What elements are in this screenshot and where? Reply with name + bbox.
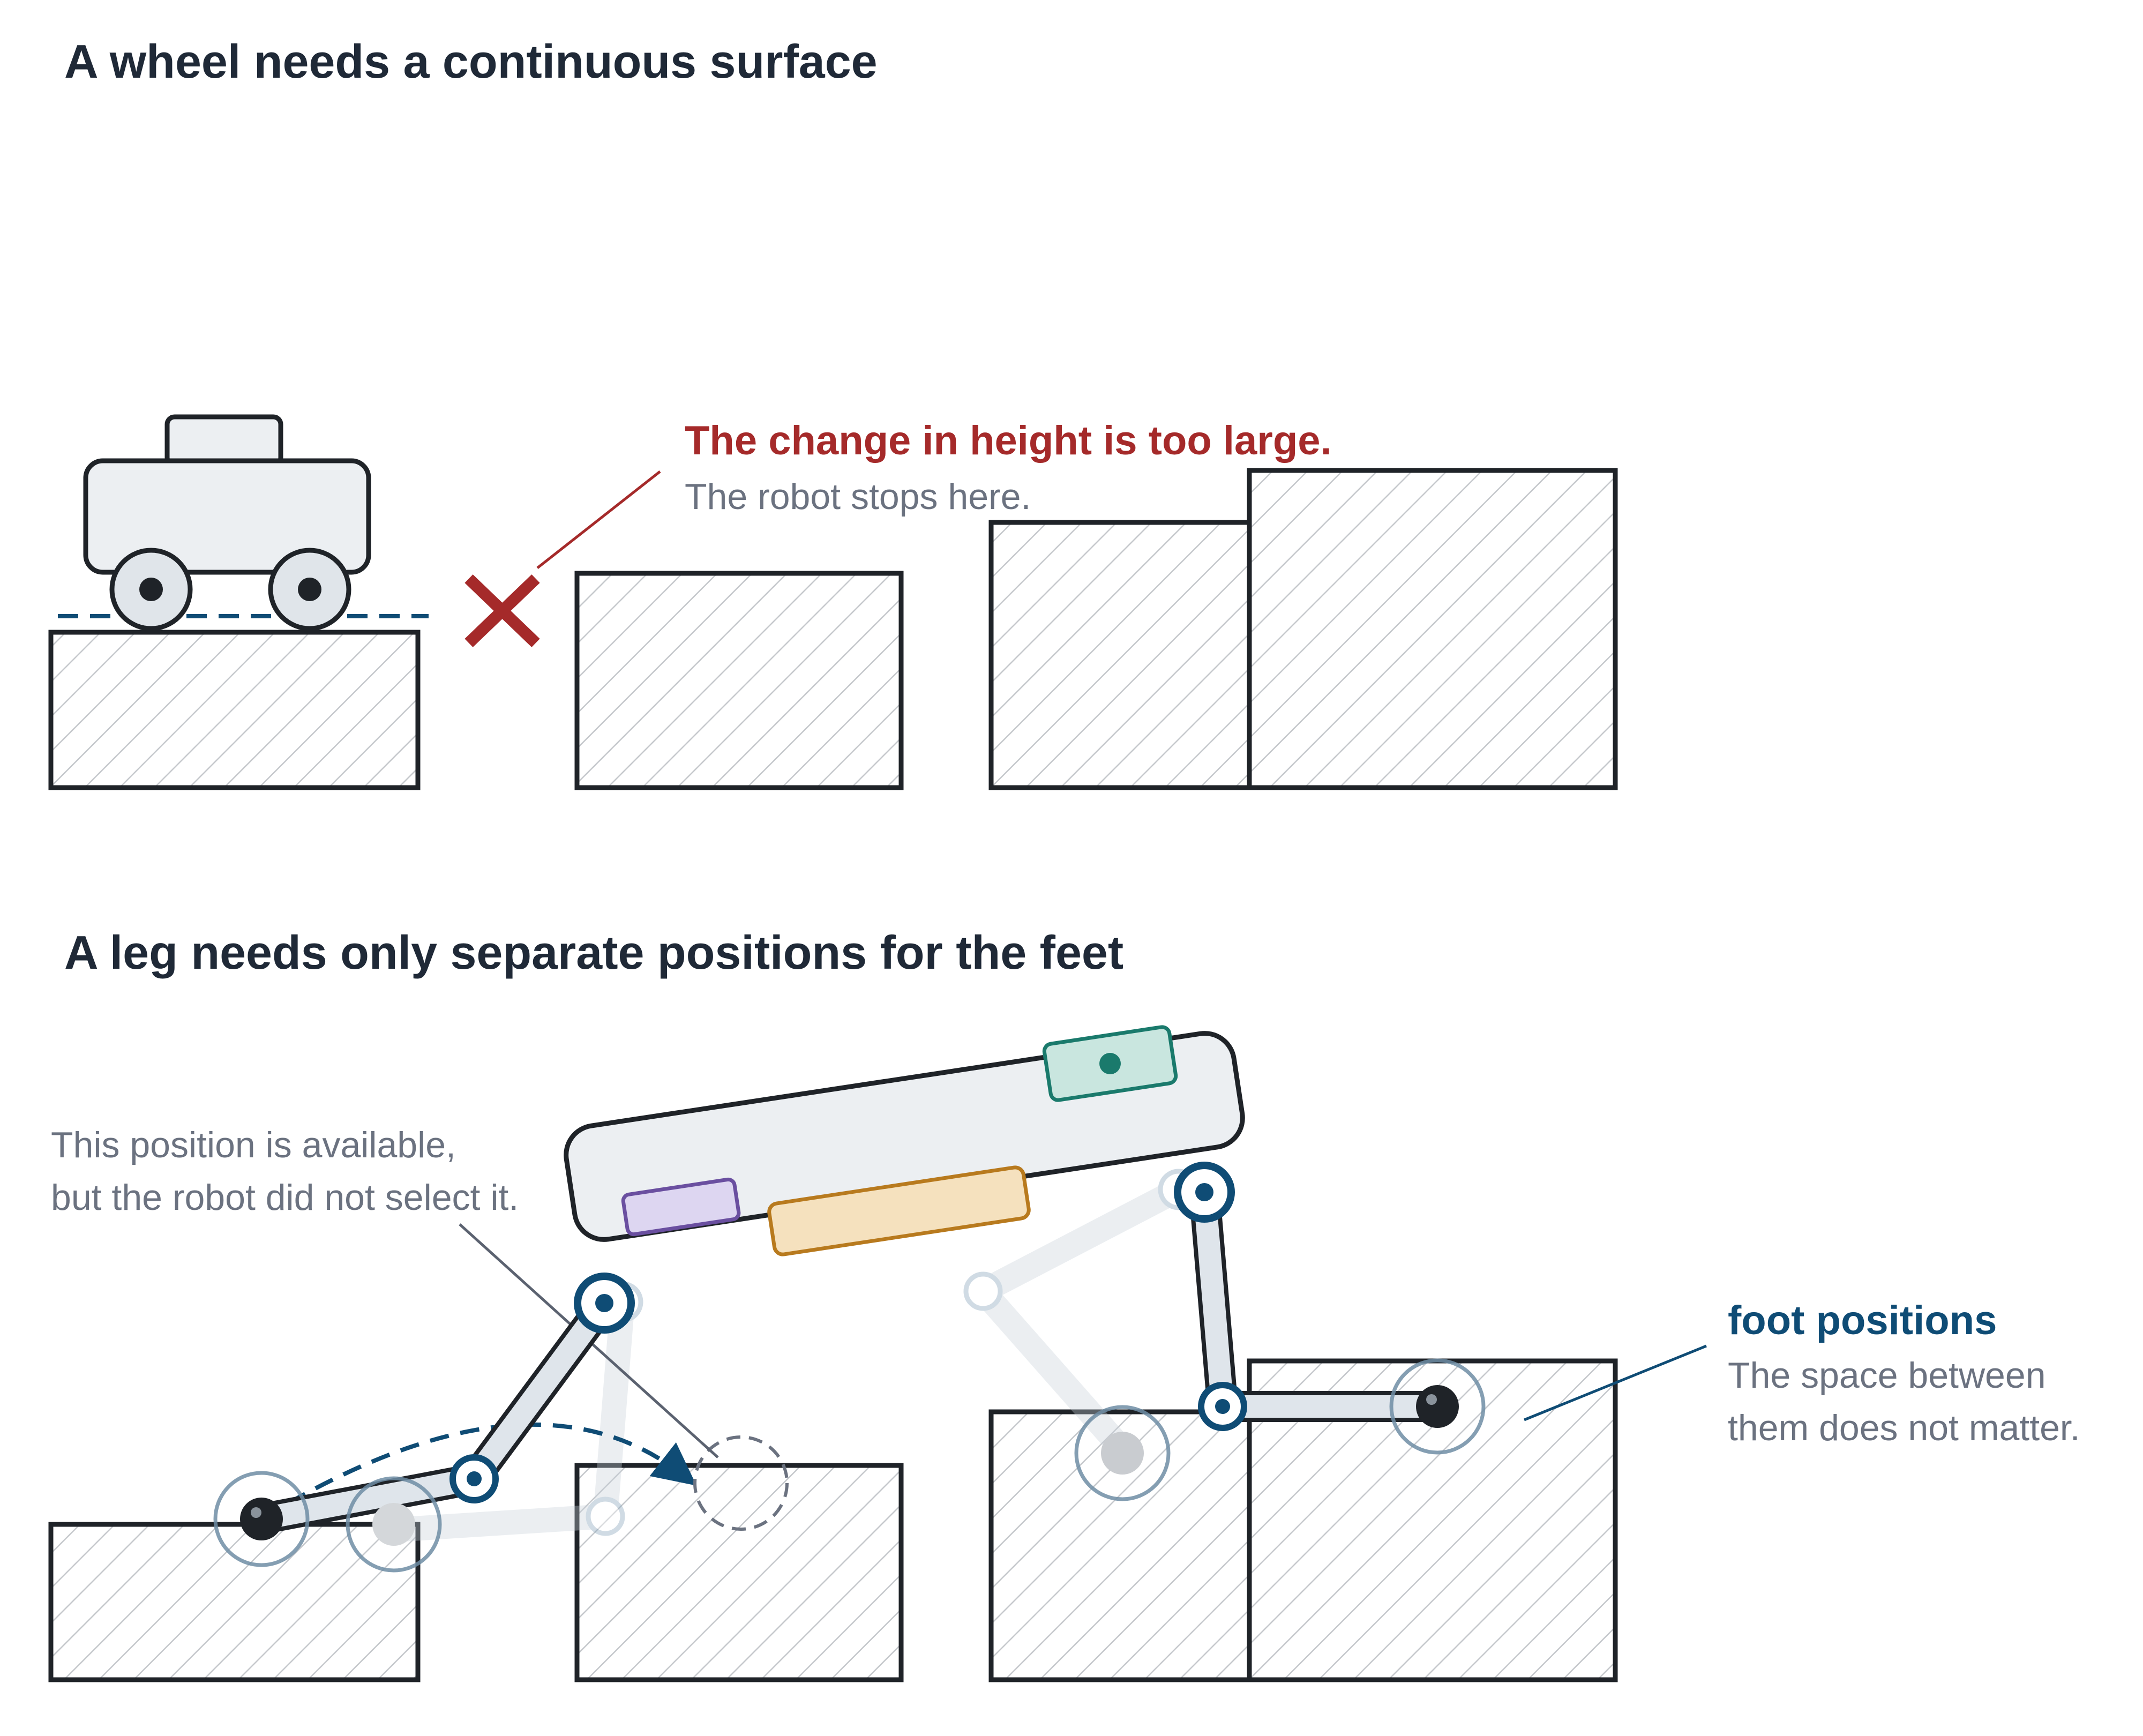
- x-mark-icon: [464, 574, 540, 647]
- terrain-block-start: [48, 1522, 421, 1682]
- terrain-block-mid: [574, 1463, 904, 1682]
- legged-robot: [246, 1025, 1453, 1535]
- terrain-block-mid: [574, 571, 904, 790]
- unused-note-line-2: but the robot did not select it.: [51, 1177, 519, 1218]
- foot-label-leader-line: [1524, 1344, 1707, 1421]
- warning-title: The change in height is too large.: [685, 418, 1332, 463]
- wheel-terrain: [48, 468, 1618, 790]
- warning-text: The robot stops here.: [685, 476, 1031, 517]
- foot-dot-icon: [240, 1498, 283, 1540]
- robot-top-module: [164, 414, 283, 468]
- foot-position-rear: [1389, 1358, 1486, 1455]
- robot-chassis: [83, 458, 371, 575]
- terrain-block-step-low: [988, 520, 1252, 790]
- foot-note-line-2: them does not matter.: [1728, 1408, 2080, 1448]
- previous-leg-poses: [384, 1169, 1200, 1542]
- unused-foot-position: [693, 1435, 789, 1531]
- hip-joint-front: [574, 1273, 635, 1334]
- leg-terrain: [48, 1358, 1618, 1682]
- knee-joint-rear: [1198, 1382, 1247, 1431]
- rear-leg: [1174, 1162, 1453, 1431]
- wheel-section-title: A wheel needs a continuous surface: [64, 35, 878, 88]
- foot-dot-icon: [1416, 1385, 1459, 1428]
- hip-joint-rear: [1174, 1162, 1235, 1223]
- foot-position-step: [1074, 1405, 1171, 1501]
- battery-module: [767, 1165, 1031, 1256]
- sensor-indicator-dot: [1099, 1053, 1121, 1074]
- terrain-block-start: [48, 630, 421, 790]
- status-module-purple: [621, 1177, 741, 1237]
- wheeled-robot: [83, 414, 371, 631]
- front-leg: [246, 1273, 635, 1535]
- warning-leader-line: [536, 470, 661, 569]
- terrain-block-step-high: [1247, 468, 1618, 790]
- foot-position-start: [213, 1471, 310, 1567]
- sensor-module: [1042, 1025, 1178, 1102]
- foot-note-line-1: The space between: [1728, 1355, 2046, 1396]
- knee-joint-front: [449, 1454, 499, 1503]
- foot-positions-label: foot positions: [1728, 1298, 1997, 1343]
- unused-note-line-1: This position is available,: [51, 1125, 456, 1165]
- foot-position-previous: [346, 1476, 442, 1573]
- wheel-front: [109, 548, 193, 631]
- leg-section-title: A leg needs only separate positions for …: [64, 926, 1123, 979]
- wheel-rear: [268, 548, 351, 631]
